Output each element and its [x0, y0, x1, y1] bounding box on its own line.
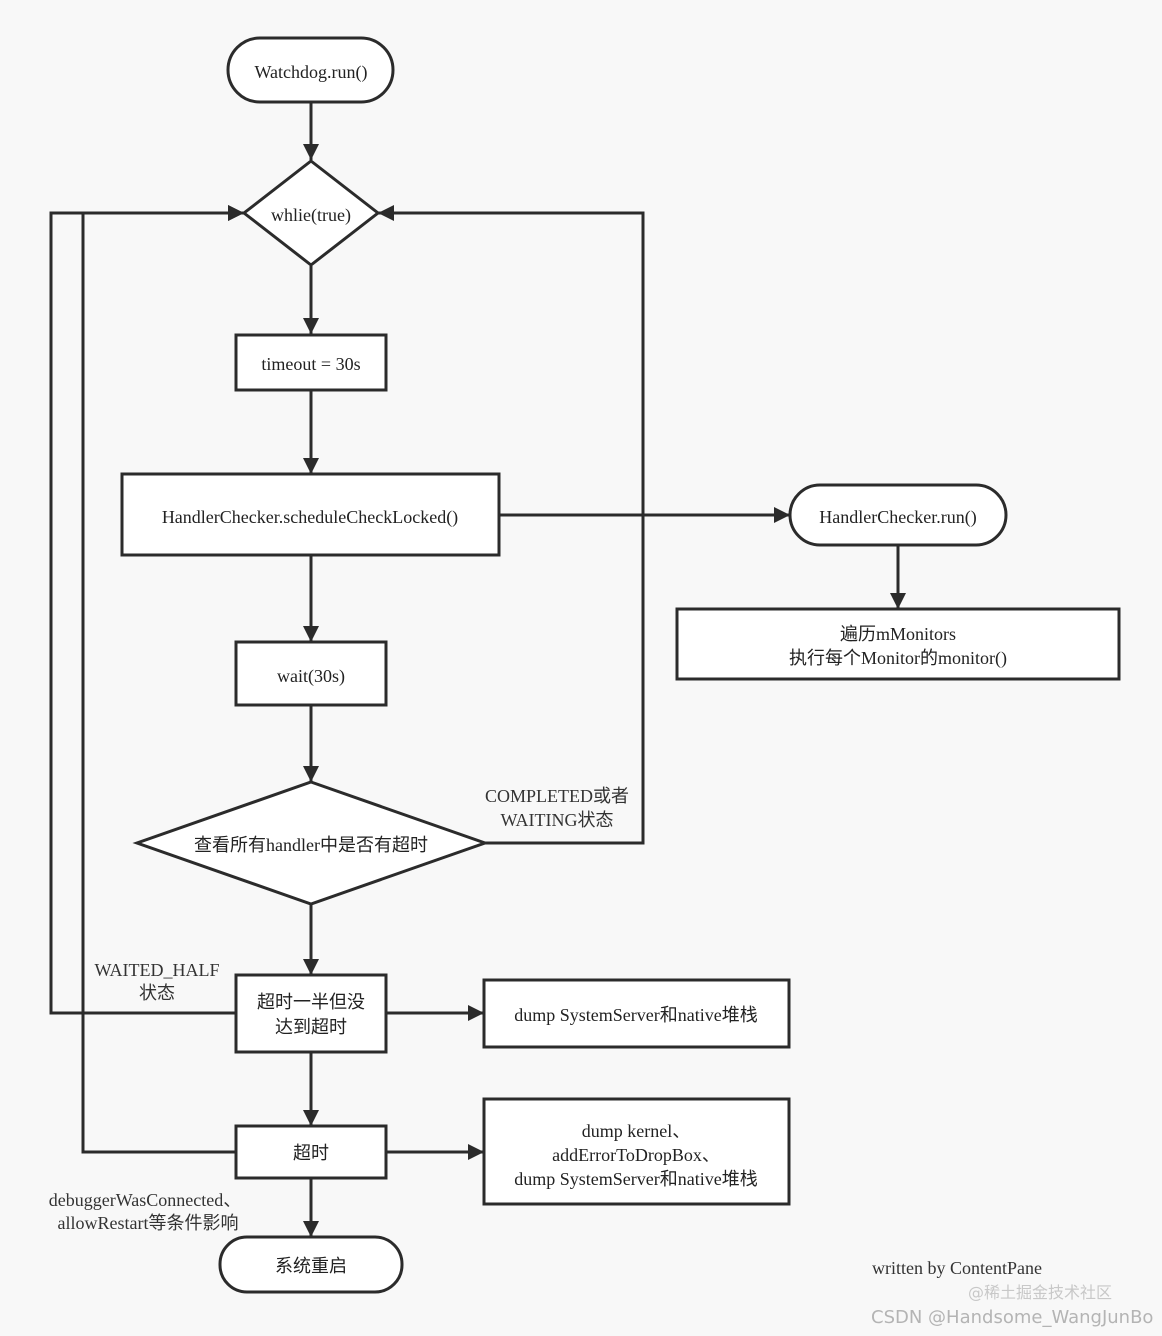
start-node — [226, 36, 395, 104]
overdue-box — [234, 1124, 388, 1180]
timeout-label: timeout = 30s — [261, 354, 360, 374]
dump-full-label-2: addErrorToDropBox、 — [552, 1145, 720, 1165]
waited-half-label-1: WAITED_HALF — [95, 960, 220, 980]
monitors-label-2: 执行每个Monitor的monitor() — [789, 648, 1007, 669]
edge-half-waited-loop — [49, 205, 244, 1015]
hcrun-label: HandlerChecker.run() — [819, 507, 976, 528]
restart-label: 系统重启 — [275, 1256, 347, 1276]
half-label-2: 达到超时 — [275, 1017, 347, 1037]
wait-label: wait(30s) — [277, 666, 345, 687]
dump-full-label-1: dump kernel、 — [582, 1121, 690, 1141]
csdn-watermark: CSDN @Handsome_WangJunBo — [871, 1307, 1153, 1328]
author-credit: written by ContentPane — [872, 1258, 1042, 1278]
schedule-label: HandlerChecker.scheduleCheckLocked() — [162, 507, 458, 528]
dump-full-box — [482, 1097, 791, 1206]
monitors-box — [675, 607, 1121, 681]
start-label: Watchdog.run() — [254, 62, 367, 83]
wait-box — [234, 640, 388, 707]
loop-label: whlie(true) — [271, 205, 351, 226]
check-label: 查看所有handler中是否有超时 — [194, 835, 428, 855]
restart-cond-label-1: debuggerWasConnected、 — [49, 1190, 242, 1210]
dump-half-label: dump SystemServer和native堆栈 — [514, 1005, 757, 1025]
edge-check-completed-loop — [378, 205, 645, 845]
timeout-box — [234, 333, 388, 392]
half-label-1: 超时一半但没 — [257, 992, 365, 1012]
dump-half-box — [482, 978, 791, 1049]
restart-node — [218, 1235, 404, 1294]
monitors-label-1: 遍历mMonitors — [840, 624, 956, 644]
edge-overdue-loop — [81, 205, 244, 1154]
check-decision — [132, 780, 490, 906]
half-timeout-box — [234, 973, 388, 1054]
completed-label-1: COMPLETED或者 — [485, 786, 629, 806]
restart-cond-label-2: allowRestart等条件影响 — [58, 1213, 239, 1233]
loop-decision — [241, 159, 381, 267]
hcrun-node — [788, 483, 1008, 547]
waited-half-label-2: 状态 — [139, 983, 175, 1003]
completed-label-2: WAITING状态 — [501, 810, 614, 830]
schedule-box — [120, 472, 501, 557]
dump-full-label-3: dump SystemServer和native堆栈 — [514, 1169, 757, 1189]
juejin-watermark: @稀土掘金技术社区 — [968, 1283, 1112, 1302]
overdue-label: 超时 — [293, 1143, 329, 1163]
